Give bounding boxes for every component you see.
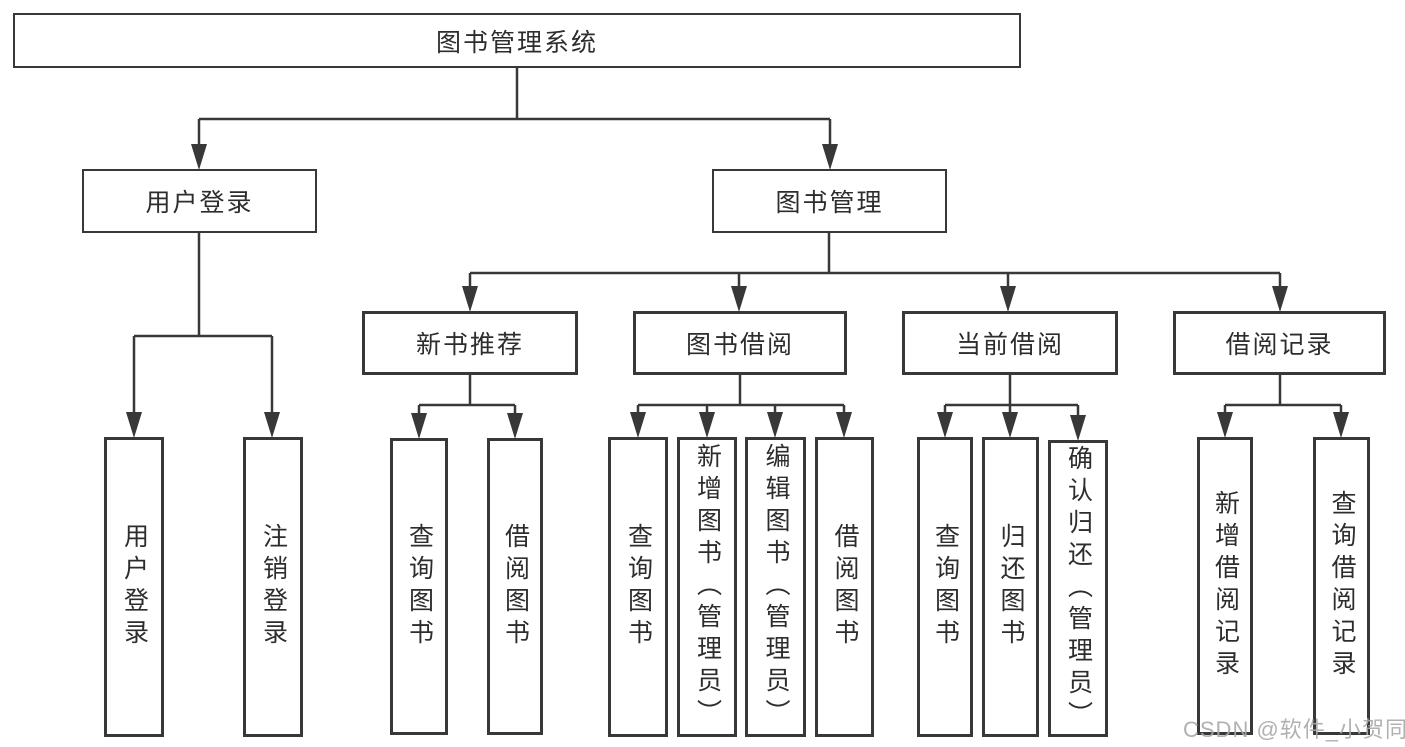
node-label: 用户登录 [120,523,149,651]
node-leaf-borrowing-borrow-books: 借阅图书 [815,437,874,737]
node-leaf-logout: 注销登录 [243,437,303,737]
node-user-login: 用户登录 [82,169,317,233]
node-leaf-borrowing-edit-books-admin: 编辑图书（管理员） [745,437,806,737]
node-leaf-recommend-query-books: 查询图书 [390,438,448,735]
connector-strokes [132,68,1343,433]
node-leaf-current-confirm-return-admin: 确认归还（管理员） [1048,440,1108,737]
node-label: 确认归还（管理员） [1064,444,1093,733]
node-label: 借阅图书 [831,523,859,651]
node-label: 编辑图书（管理员） [762,443,790,731]
node-leaf-borrowing-add-books-admin: 新增图书（管理员） [677,437,737,737]
node-current-borrowing: 当前借阅 [902,311,1118,375]
node-label: 查询图书 [624,523,653,651]
node-book-management: 图书管理 [712,169,947,233]
node-leaf-records-query-record: 查询借阅记录 [1313,437,1370,735]
node-new-book-recommend: 新书推荐 [362,311,578,375]
node-leaf-user-login: 用户登录 [104,437,164,737]
node-label: 注销登录 [259,523,288,651]
node-book-borrowing: 图书借阅 [633,311,847,375]
node-leaf-recommend-borrow-books: 借阅图书 [487,438,543,735]
node-leaf-records-add-record: 新增借阅记录 [1197,437,1253,735]
node-label: 归还图书 [997,523,1025,651]
node-label: 图书管理系统 [435,28,598,57]
node-label: 查询图书 [931,523,960,651]
node-borrowing-records: 借阅记录 [1173,311,1386,375]
node-label: 新增借阅记录 [1211,490,1240,682]
node-leaf-current-return-books: 归还图书 [982,437,1039,737]
node-label: 新书推荐 [415,331,524,359]
node-label: 用户登录 [145,189,254,217]
node-label: 新增图书（管理员） [693,443,722,731]
node-root-system: 图书管理系统 [13,13,1021,68]
csdn-watermark: CSDN @软件_小贺同学 [1183,717,1405,742]
node-label: 借阅记录 [1225,331,1334,359]
node-leaf-current-query-books: 查询图书 [917,437,973,737]
arrowheads [126,144,1349,441]
node-label: 借阅图书 [501,522,530,651]
node-label: 查询借阅记录 [1328,490,1356,682]
node-leaf-borrowing-query-books: 查询图书 [608,437,668,737]
node-label: 当前借阅 [955,331,1064,359]
node-label: 图书管理 [775,189,884,217]
node-label: 查询图书 [405,522,434,651]
node-label: 图书借阅 [685,331,794,359]
